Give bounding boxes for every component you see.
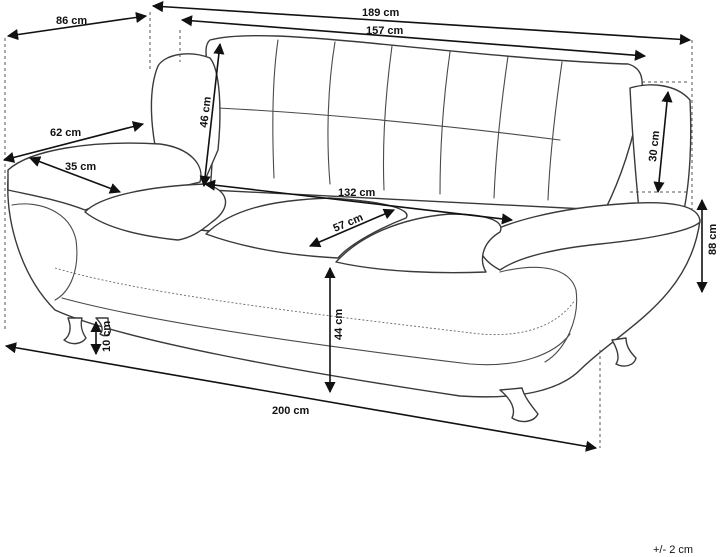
dim-line-seat-depth [308, 208, 396, 248]
label-overall-height: 88 cm [707, 224, 719, 255]
backrest [205, 34, 643, 211]
leg-back-right [611, 337, 637, 367]
label-armrest-depth: 62 cm [50, 127, 81, 139]
label-armrest-width: 35 cm [65, 161, 96, 173]
dim-line-armrest-depth [2, 121, 145, 163]
dim-line-armrest-height [653, 90, 673, 194]
label-backrest-width: 157 cm [366, 25, 404, 37]
dim-line-armrest-width [28, 156, 122, 194]
dim-line-width-top [151, 1, 692, 45]
label-overall-depth: 86 cm [56, 15, 87, 27]
label-overall-width-top: 189 cm [362, 7, 400, 19]
label-overall-length: 200 cm [272, 405, 310, 417]
right-armrest [477, 202, 701, 271]
label-leg-height: 10 cm [101, 321, 113, 352]
seat-cushion-right [335, 213, 502, 274]
label-seat-width: 132 cm [338, 187, 376, 199]
dim-line-backrest-height [199, 42, 225, 188]
label-armrest-height: 30 cm [647, 130, 662, 162]
leg-front-left [63, 317, 87, 345]
front-base-stitch [54, 267, 576, 336]
tolerance-note: +/- 2 cm [653, 544, 693, 556]
right-armrest-back [629, 84, 692, 221]
dim-line-overall-length [4, 342, 598, 452]
dim-line-depth [6, 11, 148, 41]
left-armrest-scroll [11, 203, 78, 301]
dim-line-backrest-width [180, 15, 647, 61]
dimension-lines [2, 1, 708, 452]
label-seat-height: 44 cm [333, 309, 345, 340]
label-backrest-height: 46 cm [198, 96, 214, 129]
dim-line-seat-width [203, 179, 514, 225]
leg-back-left [95, 317, 112, 337]
backrest-tufting [217, 39, 563, 201]
